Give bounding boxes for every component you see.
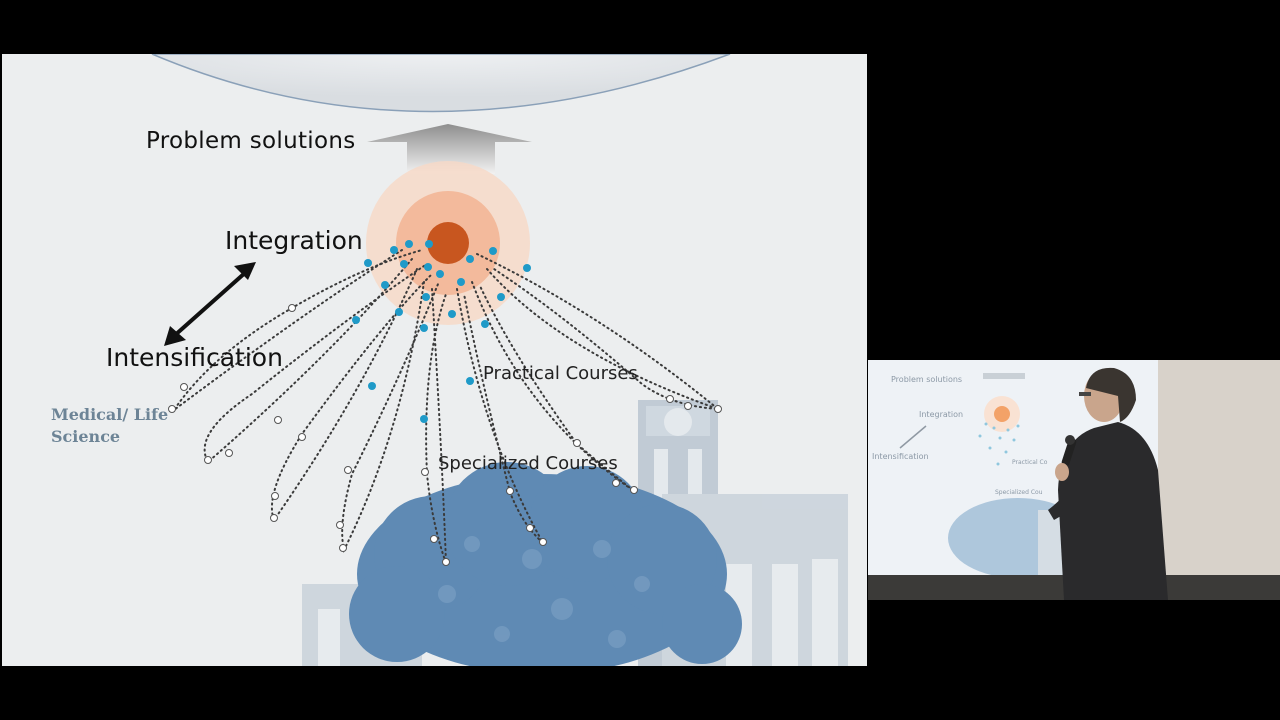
- hollow-nodes: [168, 304, 722, 566]
- medical-life-science-label: Medical/ Life Science: [51, 404, 168, 448]
- up-arrow: [367, 124, 532, 174]
- dome-shape: [151, 54, 731, 113]
- screen-problem-label: Problem solutions: [891, 375, 963, 384]
- slide-diagram: [151, 54, 848, 666]
- screen-intensification-label: Intensification: [872, 452, 929, 461]
- core-circle: [427, 222, 469, 264]
- problem-solutions-label: Problem solutions: [146, 128, 356, 154]
- medical-label-line2: Science: [51, 427, 121, 446]
- speaker-camera-view: Problem solutions Integration Intensific…: [868, 360, 1280, 600]
- screen-practical-label: Practical Co: [1012, 459, 1048, 466]
- intensification-label: Intensification: [106, 343, 283, 372]
- screen-specialized-label: Specialized Cou: [995, 489, 1043, 496]
- medical-label-line1: Medical/ Life: [51, 405, 169, 424]
- screen-integration-label: Integration: [919, 410, 964, 419]
- practical-courses-label: Practical Courses: [483, 363, 638, 384]
- speaker-figure: [868, 360, 1280, 600]
- double-arrow-icon: [164, 262, 256, 346]
- tree-texture: [438, 536, 650, 648]
- integration-label: Integration: [225, 226, 363, 255]
- presentation-slide: Problem solutions Integration Intensific…: [2, 54, 867, 666]
- filled-nodes: [352, 240, 531, 423]
- specialized-courses-label: Specialized Courses: [438, 453, 618, 474]
